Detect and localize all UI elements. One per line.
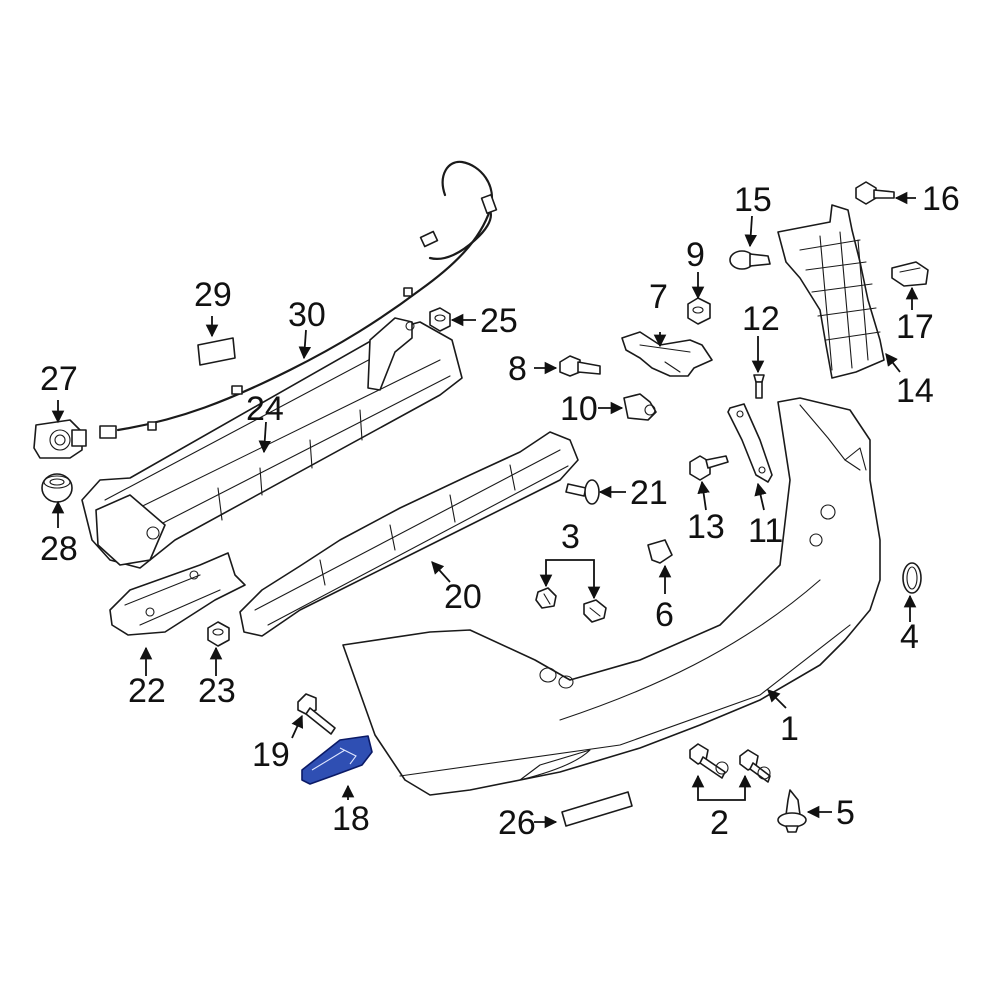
part-6-clip xyxy=(647,539,673,564)
callout-7: 7 xyxy=(649,278,668,316)
callout-26: 26 xyxy=(498,804,536,842)
callout-11: 11 xyxy=(748,512,783,550)
part-1-bumper-cover xyxy=(342,397,881,796)
part-3-clips xyxy=(535,587,607,623)
callout-4: 4 xyxy=(900,618,919,656)
part-24-reinforcement-bar xyxy=(81,317,463,569)
part-22-bracket xyxy=(109,552,246,636)
part-30-wiring-harness xyxy=(99,160,498,439)
part-25-nut xyxy=(429,307,451,332)
part-17-clip xyxy=(891,261,929,287)
callout-21: 21 xyxy=(630,474,668,512)
callout-6: 6 xyxy=(655,596,674,634)
part-14-side-bracket xyxy=(777,204,885,379)
part-18-bumper-bracket xyxy=(301,735,373,785)
callout-28: 28 xyxy=(40,530,78,568)
callout-29: 29 xyxy=(194,276,232,314)
callout-8: 8 xyxy=(508,350,527,388)
callout-15: 15 xyxy=(734,181,772,219)
callout-14: 14 xyxy=(896,372,934,410)
callout-9: 9 xyxy=(686,236,705,274)
part-11-bracket xyxy=(727,403,773,483)
part-2-screws xyxy=(689,743,771,783)
part-20-absorber xyxy=(239,431,579,637)
callout-18: 18 xyxy=(332,800,370,838)
callout-30: 30 xyxy=(288,296,326,334)
callout-10: 10 xyxy=(560,390,598,428)
part-10-clip-nut xyxy=(623,393,657,421)
part-23-nut xyxy=(207,621,230,647)
part-5-push-pin xyxy=(777,789,807,833)
part-16-bolt xyxy=(855,181,895,205)
part-27-parking-sensor xyxy=(33,419,87,459)
callout-24: 24 xyxy=(246,390,284,428)
callout-22: 22 xyxy=(128,672,166,710)
callout-1: 1 xyxy=(780,710,799,748)
part-4-grommet xyxy=(902,562,922,594)
part-15-push-pin xyxy=(729,250,771,270)
callout-27: 27 xyxy=(40,360,78,398)
callout-16: 16 xyxy=(922,180,960,218)
part-8-bolt xyxy=(559,355,601,377)
callout-12: 12 xyxy=(742,300,780,338)
callout-5: 5 xyxy=(836,794,855,832)
part-13-bolt xyxy=(689,455,729,481)
callout-20: 20 xyxy=(444,578,482,616)
callout-23: 23 xyxy=(198,672,236,710)
callout-17: 17 xyxy=(896,308,934,346)
part-12-pin xyxy=(753,374,765,399)
callout-19: 19 xyxy=(252,736,290,774)
part-21-push-retainer xyxy=(565,479,600,505)
part-29-pad xyxy=(197,337,236,366)
callout-13: 13 xyxy=(687,508,725,546)
callout-2: 2 xyxy=(710,804,729,842)
part-28-sensor-retainer xyxy=(41,473,73,503)
callout-3: 3 xyxy=(561,518,580,556)
part-26-strip xyxy=(561,791,633,827)
part-7-bracket xyxy=(621,331,713,377)
part-9-nut xyxy=(687,297,711,325)
callout-labels: 1 2 3 4 5 6 7 8 9 10 11 12 13 14 15 16 1… xyxy=(40,180,960,842)
part-19-bolt xyxy=(297,693,336,735)
leader-lines xyxy=(51,191,919,829)
callout-25: 25 xyxy=(480,302,518,340)
